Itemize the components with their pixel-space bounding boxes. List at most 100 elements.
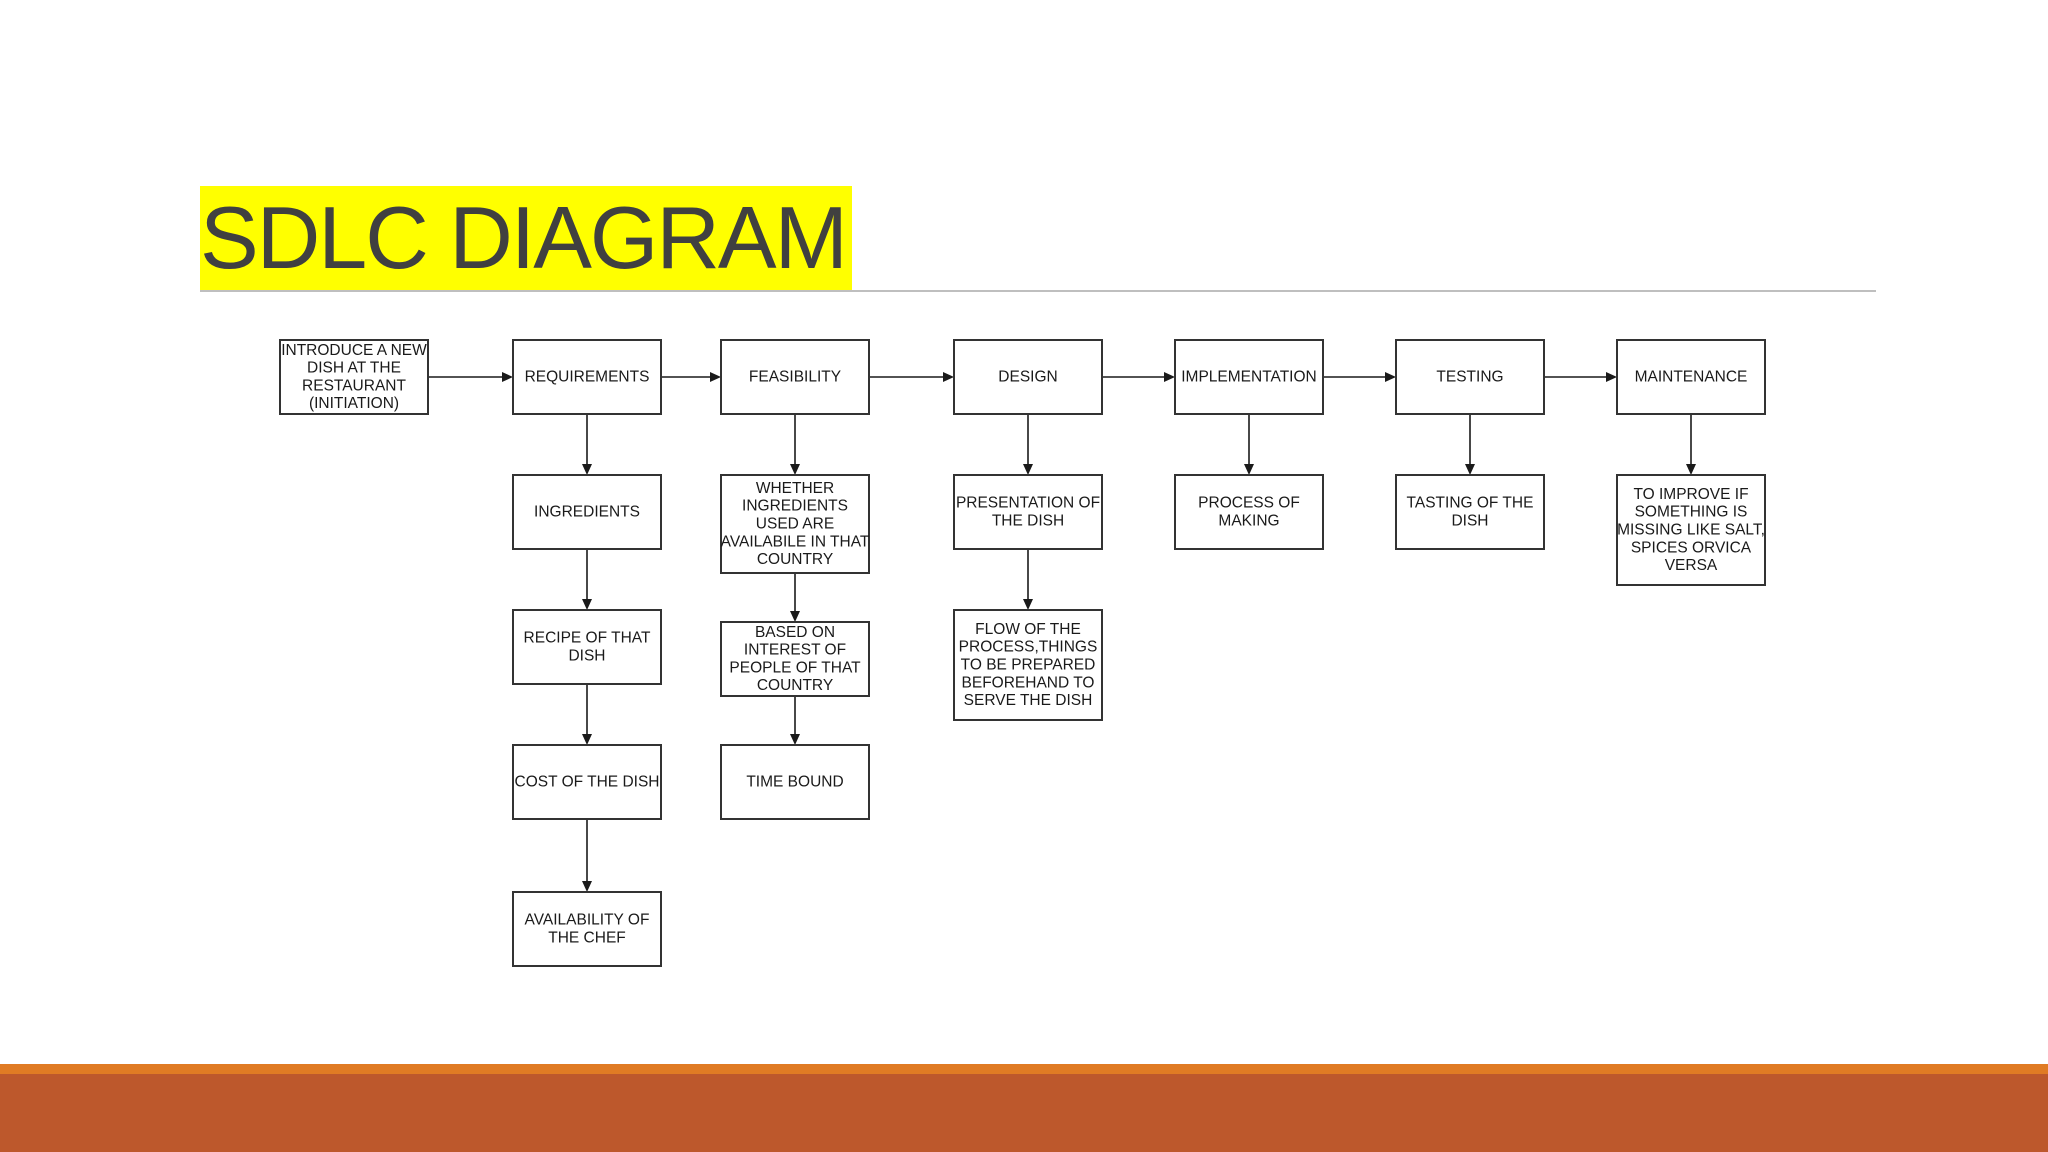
node-label-line: COUNTRY: [757, 551, 833, 568]
edge-testing-to-maintenance: [1544, 372, 1617, 382]
arrowhead: [790, 464, 800, 475]
node-box: [953, 474, 1103, 550]
node-label-line: COUNTRY: [757, 677, 833, 694]
node-box: [1616, 339, 1766, 415]
node-box: [720, 744, 870, 820]
node-maintenance[interactable]: MAINTENANCE: [1616, 339, 1766, 415]
node-label-line: MAINTENANCE: [1635, 369, 1748, 386]
node-box: [279, 339, 429, 415]
node-label-line: TO BE PREPARED: [961, 657, 1096, 674]
arrowhead: [1465, 464, 1475, 475]
node-label-line: THE DISH: [992, 512, 1064, 529]
node-label-line: FEASIBILITY: [749, 369, 841, 386]
node-label-line: VERSA: [1665, 557, 1718, 574]
arrowhead: [790, 734, 800, 745]
node-timebound[interactable]: TIME BOUND: [720, 744, 870, 820]
node-label-line: COST OF THE DISH: [515, 774, 660, 791]
node-design[interactable]: DESIGN: [953, 339, 1103, 415]
arrowhead: [582, 881, 592, 892]
edge-interest-to-timebound: [790, 696, 800, 745]
title-divider: [200, 290, 1876, 292]
edge-maintenance-to-improve: [1686, 414, 1696, 475]
node-label-line: WHETHER: [756, 480, 834, 497]
node-requirements[interactable]: REQUIREMENTS: [512, 339, 662, 415]
node-label-line: PEOPLE OF THAT: [729, 659, 861, 676]
node-box: [1395, 339, 1545, 415]
node-box: [953, 339, 1103, 415]
node-label-line: SPICES ORVICA: [1631, 539, 1752, 556]
node-label-line: INGREDIENTS: [534, 504, 640, 521]
node-label-line: TIME BOUND: [746, 774, 843, 791]
node-label-line: SERVE THE DISH: [964, 692, 1093, 709]
node-label-line: DISH: [1451, 512, 1488, 529]
node-implementation[interactable]: IMPLEMENTATION: [1174, 339, 1324, 415]
node-box: [1616, 474, 1766, 586]
node-label-line: INGREDIENTS: [742, 498, 848, 515]
arrowhead: [582, 599, 592, 610]
node-label-line: TESTING: [1436, 369, 1503, 386]
node-box: [512, 744, 662, 820]
node-feasibility[interactable]: FEASIBILITY: [720, 339, 870, 415]
arrowhead: [1244, 464, 1254, 475]
node-cost[interactable]: COST OF THE DISH: [512, 744, 662, 820]
node-box: [720, 621, 870, 697]
arrowhead: [710, 372, 721, 382]
edge-requirements-to-ingredients: [582, 414, 592, 475]
node-label-line: USED ARE: [756, 516, 834, 533]
node-label-line: AVAILABILITY OF: [525, 912, 650, 929]
edge-design-to-implementation: [1102, 372, 1175, 382]
node-label-line: THE CHEF: [548, 929, 626, 946]
footer-accent-bar: [0, 1064, 2048, 1074]
edge-recipe-to-cost: [582, 684, 592, 745]
node-label-line: RESTAURANT: [302, 377, 406, 394]
edges-layer: [428, 372, 1696, 892]
node-label-line: SOMETHING IS: [1635, 504, 1748, 521]
node-testing[interactable]: TESTING: [1395, 339, 1545, 415]
edge-implementation-to-testing: [1323, 372, 1396, 382]
arrowhead: [1606, 372, 1617, 382]
arrowhead: [582, 734, 592, 745]
node-label-line: FLOW OF THE: [975, 621, 1081, 638]
arrowhead: [943, 372, 954, 382]
node-label-line: IMPLEMENTATION: [1181, 369, 1317, 386]
edge-implementation-to-making: [1244, 414, 1254, 475]
node-label-line: BASED ON: [755, 624, 835, 641]
node-label-line: DESIGN: [998, 369, 1057, 386]
edge-initiation-to-requirements: [428, 372, 513, 382]
node-label-line: TASTING OF THE: [1407, 495, 1534, 512]
arrowhead: [1164, 372, 1175, 382]
edge-testing-to-tasting: [1465, 414, 1475, 475]
node-ingredients[interactable]: INGREDIENTS: [512, 474, 662, 550]
edge-feasibility-to-availability: [790, 414, 800, 475]
node-box: [1174, 474, 1324, 550]
edge-design-to-presentation: [1023, 414, 1033, 475]
slide-title[interactable]: SDLC DIAGRAM: [200, 186, 852, 290]
edge-ingredients-to-recipe: [582, 549, 592, 610]
node-label-line: REQUIREMENTS: [525, 369, 650, 386]
node-box: [512, 339, 662, 415]
node-label-line: DISH AT THE: [307, 360, 401, 377]
arrowhead: [790, 611, 800, 622]
edge-cost-to-chef: [582, 819, 592, 892]
title-wrap: SDLC DIAGRAM: [200, 186, 852, 290]
footer-band: [0, 1074, 2048, 1152]
node-label-line: INTEREST OF: [744, 642, 846, 659]
node-box: [512, 474, 662, 550]
node-label-line: DISH: [568, 647, 605, 664]
node-label-line: (INITIATION): [309, 395, 399, 412]
node-box: [953, 609, 1103, 721]
arrowhead: [1023, 464, 1033, 475]
arrowhead: [1023, 599, 1033, 610]
